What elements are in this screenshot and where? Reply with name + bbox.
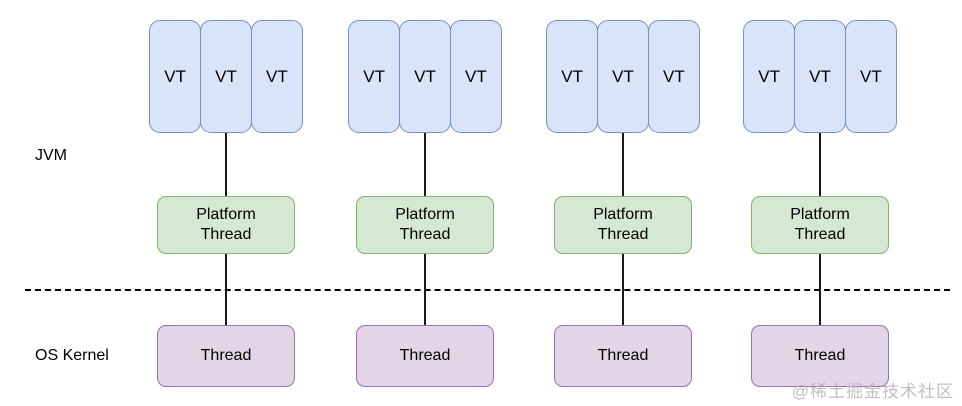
connector-vt-to-platform [225,133,227,196]
virtual-thread-box[interactable]: VT [793,20,847,133]
virtual-thread-box[interactable]: VT [743,20,796,133]
connector-vt-to-platform [819,133,821,196]
os-thread-box[interactable]: Thread [356,325,494,387]
virtual-thread-box[interactable]: VT [596,20,650,133]
region-label-os-kernel: OS Kernel [35,347,109,364]
thread-group: VT VT VT Platform Thread Thread [348,0,503,406]
virtual-thread-row: VT VT VT [743,20,898,133]
virtual-thread-box[interactable]: VT [398,20,452,133]
region-label-jvm: JVM [35,147,67,164]
connector-platform-to-os [819,254,821,325]
virtual-thread-row: VT VT VT [348,20,503,133]
virtual-thread-row: VT VT VT [149,20,304,133]
platform-thread-label-line1: Platform [395,205,455,223]
virtual-thread-box[interactable]: VT [546,20,599,133]
platform-thread-label-line1: Platform [790,205,850,223]
connector-platform-to-os [225,254,227,325]
connector-platform-to-os [622,254,624,325]
connector-vt-to-platform [424,133,426,196]
platform-thread-label-line2: Thread [200,226,252,243]
virtual-thread-box[interactable]: VT [149,20,202,133]
platform-thread-label-line2: Thread [597,226,649,243]
connector-platform-to-os [424,254,426,325]
virtual-thread-box[interactable]: VT [647,20,701,133]
os-thread-box[interactable]: Thread [751,325,889,387]
platform-thread-box[interactable]: Platform Thread [356,196,494,254]
thread-group: VT VT VT Platform Thread Thread [149,0,304,406]
connector-vt-to-platform [622,133,624,196]
virtual-thread-box[interactable]: VT [844,20,898,133]
virtual-thread-box[interactable]: VT [449,20,503,133]
platform-thread-label-line2: Thread [399,226,451,243]
platform-thread-box[interactable]: Platform Thread [157,196,295,254]
platform-thread-label-line1: Platform [593,205,653,223]
os-thread-box[interactable]: Thread [157,325,295,387]
platform-thread-box[interactable]: Platform Thread [751,196,889,254]
virtual-thread-row: VT VT VT [546,20,701,133]
thread-group: VT VT VT Platform Thread Thread [743,0,898,406]
platform-thread-label-line2: Thread [794,226,846,243]
thread-group: VT VT VT Platform Thread Thread [546,0,701,406]
platform-thread-label-line1: Platform [196,205,256,223]
jvm-os-boundary-divider [25,289,950,291]
watermark: @稀土掘金技术社区 [791,382,954,401]
virtual-thread-box[interactable]: VT [348,20,401,133]
virtual-thread-box[interactable]: VT [250,20,304,133]
platform-thread-box[interactable]: Platform Thread [554,196,692,254]
os-thread-box[interactable]: Thread [554,325,692,387]
virtual-thread-box[interactable]: VT [199,20,253,133]
